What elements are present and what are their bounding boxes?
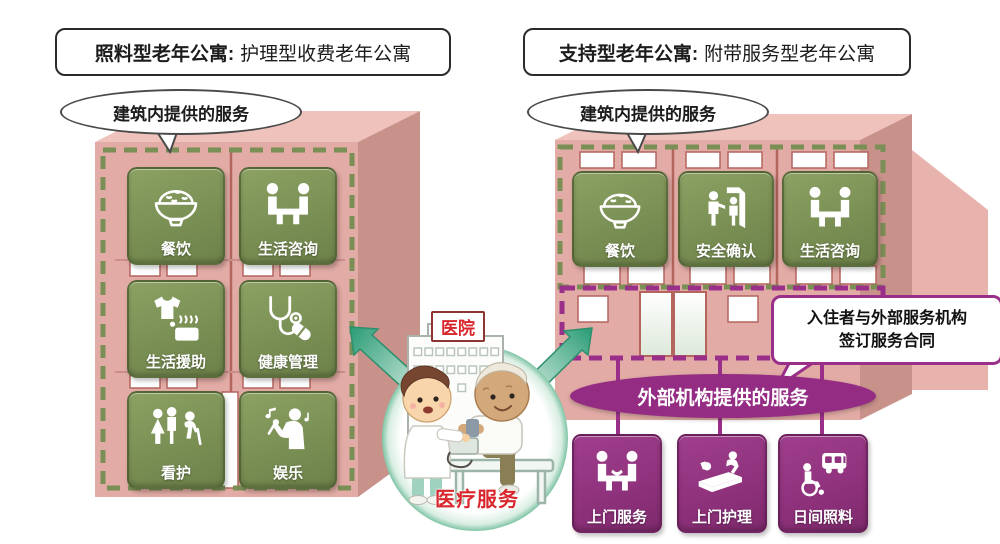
left-inbuilding-bubble: 建筑内提供的服务 <box>60 89 302 135</box>
left-title-box: 照料型老年公寓: 护理型收费老年公寓 <box>55 28 451 76</box>
external-tile-home-visit-service: 上门服务 <box>572 434 662 533</box>
stethoscope-pill-icon <box>241 282 335 355</box>
door-check-icon <box>680 173 772 244</box>
service-tile-dining-right: 餐饮 <box>572 171 668 267</box>
bedside-nursing-icon <box>679 436 765 510</box>
service-tile-nursing-care: 看护 <box>127 391 225 489</box>
contract-note-line2: 签订服务合同 <box>838 333 935 350</box>
left-title-rest: 护理型收费老年公寓 <box>240 43 412 65</box>
consultation-seats-icon <box>784 173 876 244</box>
shirt-and-bath-icon <box>129 282 223 355</box>
wheelchair-bus-icon <box>780 436 866 510</box>
contract-note-bubble: 入住者与外部服务机构 签订服务合同 <box>771 295 1000 365</box>
consultation-seats-icon <box>241 169 335 242</box>
service-tile-entertainment: 娱乐 <box>239 391 337 489</box>
contract-note-line1: 入住者与外部服务机构 <box>806 309 967 327</box>
doctor-illustration <box>400 365 473 505</box>
right-inbuilding-bubble: 建筑内提供的服务 <box>527 89 769 135</box>
left-title-bold: 照料型老年公寓: <box>94 43 235 65</box>
service-tile-safety-confirmation: 安全确认 <box>678 171 774 267</box>
external-tile-day-care: 日间照料 <box>778 434 868 533</box>
elderly-patient-illustration <box>458 362 530 496</box>
service-tile-health-management: 健康管理 <box>239 280 337 378</box>
right-title-rest: 附带服务型老年公寓 <box>704 43 876 65</box>
service-tile-life-consultation: 生活咨询 <box>239 167 337 265</box>
rice-bowl-icon <box>574 173 666 244</box>
visit-service-seats-icon <box>574 436 660 510</box>
right-title-bold: 支持型老年公寓: <box>558 43 699 65</box>
external-tile-home-nursing: 上门护理 <box>677 434 767 533</box>
hospital-sign: 医院 <box>431 311 485 342</box>
family-with-elder-icon <box>129 393 223 466</box>
service-tile-dining: 餐饮 <box>127 167 225 265</box>
medical-service-label: 医疗服务 <box>435 489 519 511</box>
right-title-box: 支持型老年公寓: 附带服务型老年公寓 <box>523 28 911 76</box>
external-services-banner: 外部机构提供的服务 <box>570 374 876 418</box>
service-tile-life-assistance: 生活援助 <box>127 280 225 378</box>
rice-bowl-icon <box>129 169 223 242</box>
karaoke-singer-icon <box>241 393 335 466</box>
service-tile-life-consultation-right: 生活咨询 <box>782 171 878 267</box>
